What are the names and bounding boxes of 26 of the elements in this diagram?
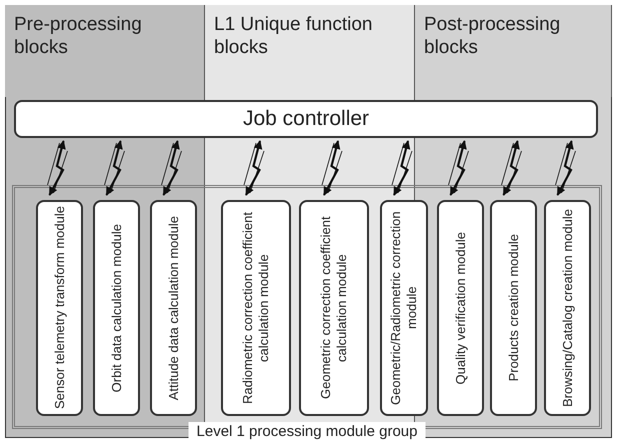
column-heading: Post-processing blocks bbox=[424, 13, 562, 59]
zigzag-arrow bbox=[392, 140, 412, 196]
column-heading: Pre-processing blocks bbox=[14, 13, 143, 59]
module-box: Radiometric correction coefficient calculation module bbox=[221, 200, 291, 416]
zigzag-arrow bbox=[47, 140, 68, 196]
module-box: Geometric/Radiometric correction module bbox=[380, 200, 428, 416]
controller-box: Job controller bbox=[14, 100, 598, 138]
module-box: Geometric correction coefficient calculation module bbox=[299, 200, 369, 416]
module-box: Attitude data calculation module bbox=[150, 200, 197, 416]
column-band bbox=[205, 5, 415, 97]
column-heading: L1 Unique function blocks bbox=[214, 13, 374, 59]
zigzag-arrow bbox=[322, 140, 342, 196]
module-box: Sensor telemetry transform module bbox=[36, 200, 83, 416]
group-label: Level 1 processing module group bbox=[188, 422, 426, 442]
module-box: Orbit data calculation module bbox=[93, 200, 140, 416]
column-band bbox=[415, 5, 612, 97]
zigzag-arrow bbox=[501, 140, 522, 196]
zigzag-arrow bbox=[555, 140, 576, 196]
module-box: Browsing/Catalog creation module bbox=[544, 200, 591, 416]
zigzag-arrow bbox=[448, 140, 469, 196]
column-band bbox=[5, 5, 205, 97]
module-box: Quality verification module bbox=[437, 200, 484, 416]
module-box: Products creation module bbox=[490, 200, 537, 416]
zigzag-arrow bbox=[161, 140, 182, 196]
zigzag-arrow bbox=[104, 140, 125, 196]
zigzag-arrow bbox=[244, 140, 264, 196]
